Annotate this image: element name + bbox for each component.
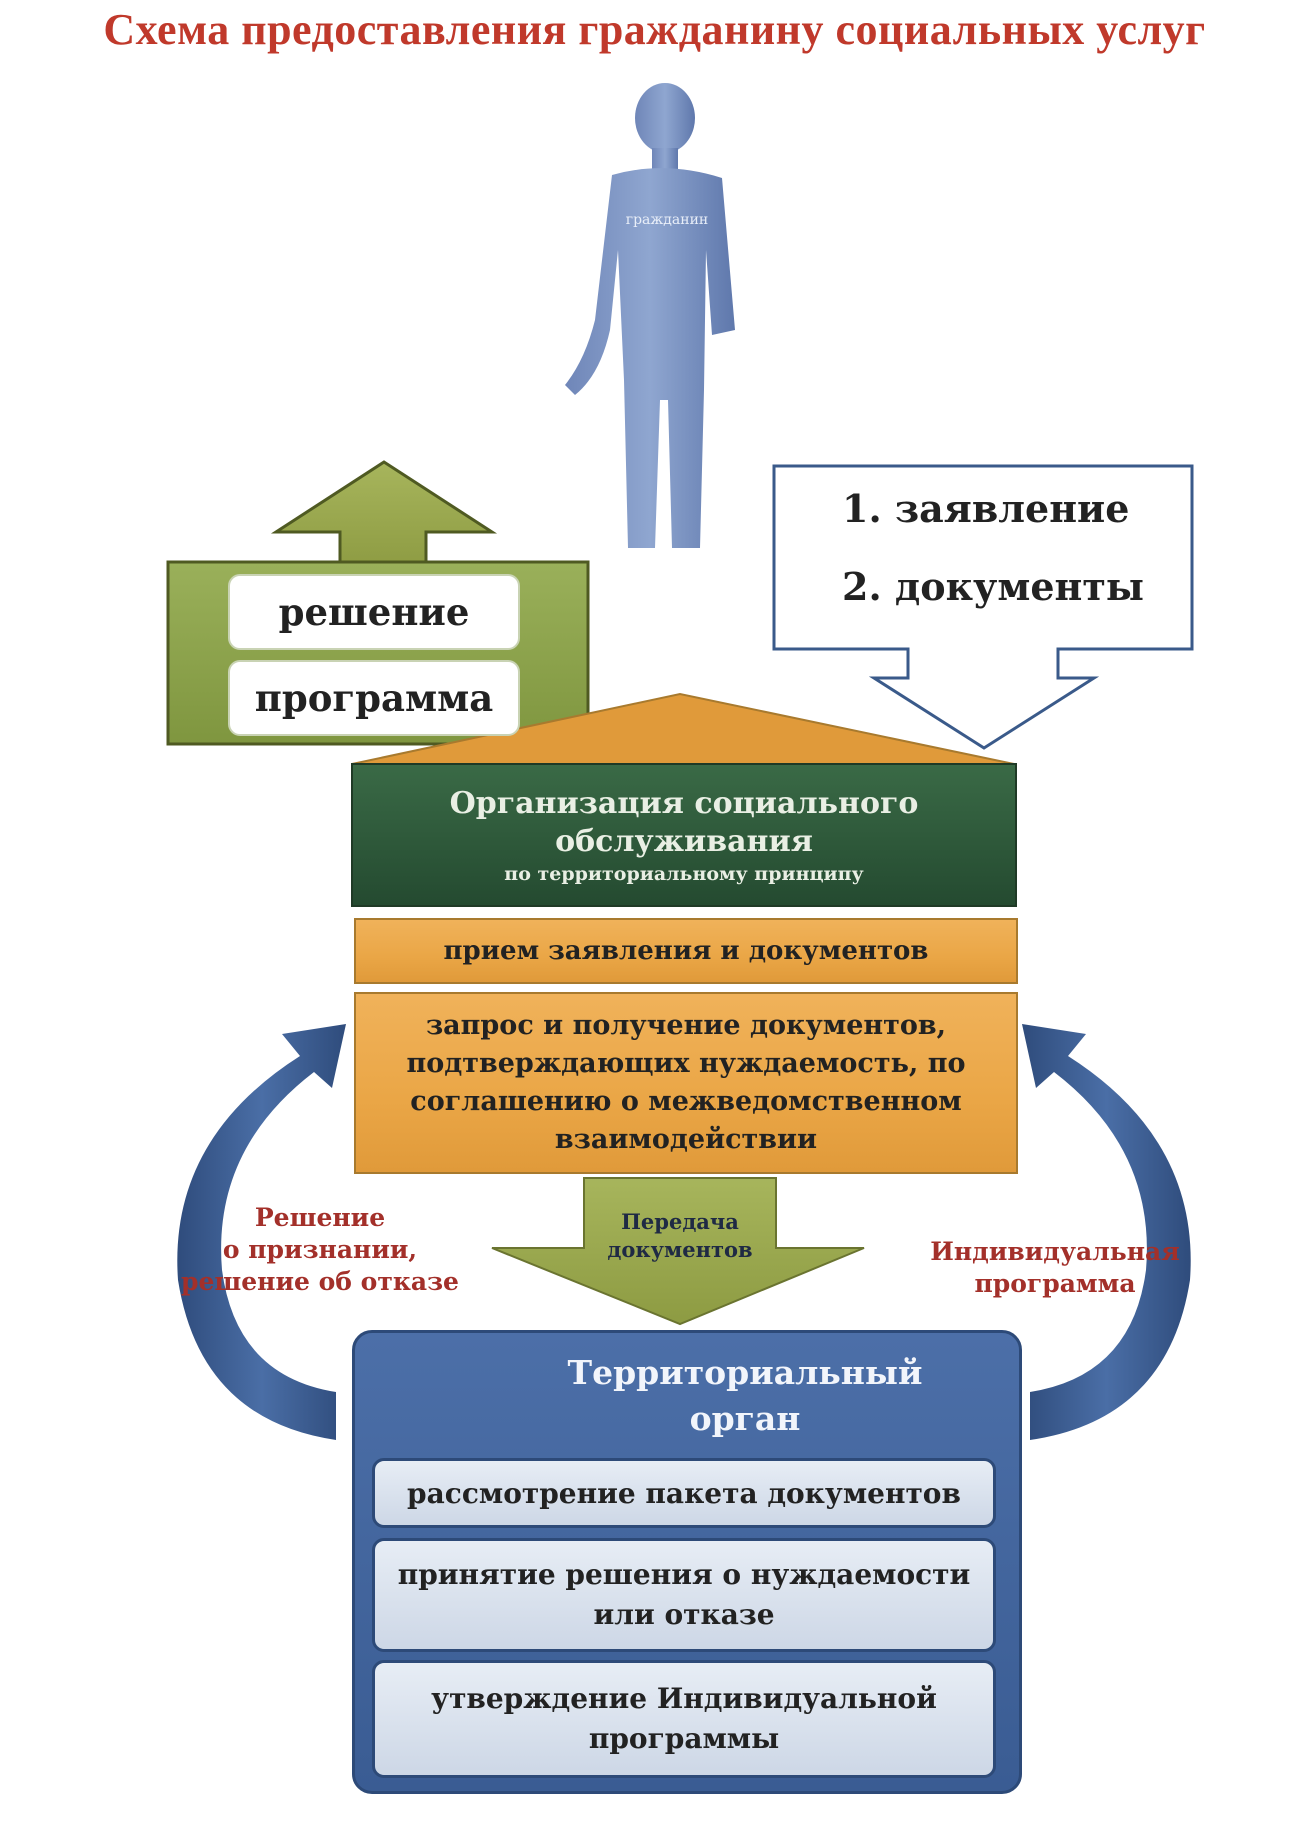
organization-header: Организация социального обслуживания по … xyxy=(352,774,1016,898)
territorial-step-decision-line: принятие решения о нуждаемости xyxy=(397,1558,971,1591)
territorial-step-decision-line: или отказе xyxy=(593,1598,775,1631)
organization-step-request-line: запрос и получение документов, xyxy=(425,1010,947,1041)
organization-step-request-line: взаимодействии xyxy=(554,1124,818,1155)
documents-item-application: 1. заявление xyxy=(842,486,1130,531)
left-decision-label-line: решение об отказе xyxy=(181,1267,459,1296)
organization-step-request: запрос и получение документов, подтвержд… xyxy=(354,992,1018,1174)
program-pill: программа xyxy=(228,660,520,736)
organization-step-request-line: соглашению о межведомственном xyxy=(410,1086,962,1117)
territorial-step-decision: принятие решения о нуждаемости или отказ… xyxy=(372,1538,996,1652)
citizen-figure-icon xyxy=(565,83,735,548)
right-program-label-line: программа xyxy=(974,1269,1136,1298)
transfer-down-arrow xyxy=(491,1177,865,1326)
transfer-label-line: документов xyxy=(607,1237,753,1262)
transfer-label: Передача документов xyxy=(584,1204,776,1268)
organization-subtitle: по территориальному принципу xyxy=(504,863,864,885)
right-curved-arrow-icon xyxy=(1022,1024,1191,1440)
right-program-label: Индивидуальная программа xyxy=(910,1236,1200,1300)
organization-step-receive: прием заявления и документов xyxy=(354,918,1018,984)
territorial-title-line1: Территориальный xyxy=(567,1353,923,1392)
transfer-label-line: Передача xyxy=(621,1209,739,1234)
left-decision-label: Решение о признании, решение об отказе xyxy=(170,1202,470,1298)
territorial-step-review: рассмотрение пакета документов xyxy=(372,1458,996,1528)
left-curved-arrow-icon xyxy=(177,1024,346,1440)
documents-callout xyxy=(772,464,1194,750)
decision-pill: решение xyxy=(228,574,520,650)
output-up-arrow xyxy=(270,460,498,572)
territorial-step-approve: утверждение Индивидуальной программы xyxy=(372,1660,996,1778)
organization-title-line1: Организация социального xyxy=(449,786,919,821)
organization-header-bg xyxy=(351,763,1017,907)
territorial-step-approve-line: утверждение Индивидуальной xyxy=(431,1682,937,1715)
page-title: Схема предоставления гражданину социальн… xyxy=(103,5,1206,54)
documents-item-documents: 2. документы xyxy=(842,564,1144,609)
left-decision-label-line: Решение xyxy=(254,1203,386,1232)
organization-title-line2: обслуживания xyxy=(555,824,813,859)
territorial-title: Территориальный орган xyxy=(530,1346,960,1446)
organization-step-request-line: подтверждающих нуждаемость, по xyxy=(406,1048,966,1079)
left-decision-label-line: о признании, xyxy=(222,1235,418,1264)
territorial-step-approve-line: программы xyxy=(588,1722,780,1755)
territorial-title-line2: орган xyxy=(689,1399,801,1438)
citizen-label: гражданин xyxy=(625,212,709,228)
right-program-label-line: Индивидуальная xyxy=(930,1237,1180,1266)
